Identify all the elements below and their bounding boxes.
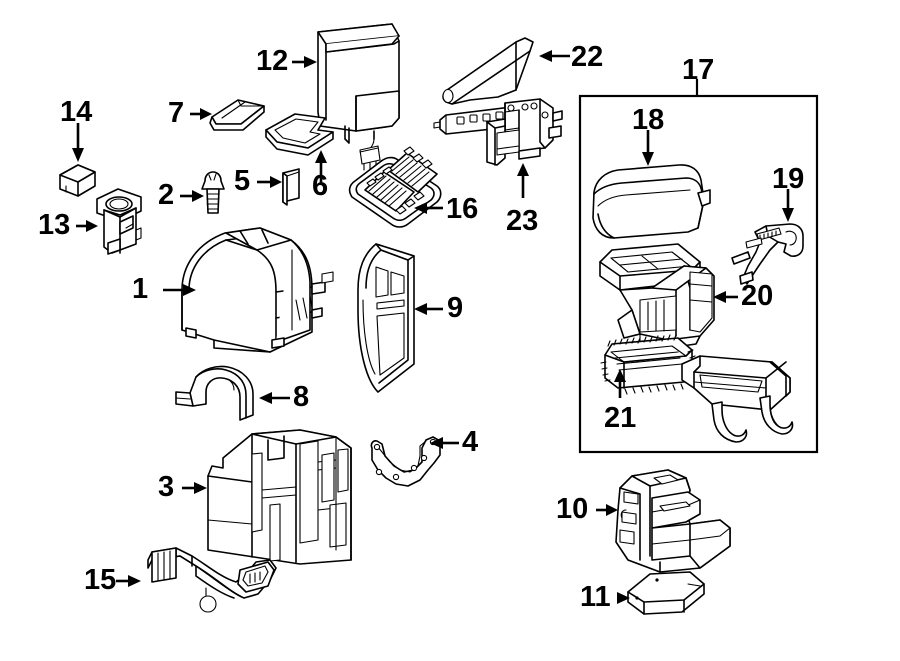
callout-label-22: 22: [571, 41, 604, 73]
part-22-console-side-rail: [442, 37, 534, 105]
part-14-outlet-cap: [59, 164, 96, 197]
part-6-l-shaped-mat: [265, 113, 334, 156]
callout-label-3: 3: [158, 471, 175, 503]
callout-label-21: 21: [604, 402, 637, 434]
part-8-cup-holder-insert: [175, 365, 254, 421]
callout-label-20: 20: [741, 280, 774, 312]
callout-label-6: 6: [312, 170, 329, 202]
part-13-power-outlet-socket: [96, 188, 142, 255]
part-10-rear-console-housing: [615, 469, 731, 573]
callout-label-15: 15: [84, 564, 117, 596]
part-9-rear-trim-panel: [357, 243, 415, 393]
callout-label-7: 7: [168, 97, 185, 129]
part-23-duct-bracket-assembly: [433, 98, 563, 166]
callout-label-19: 19: [772, 163, 805, 195]
callout-label-23: 23: [506, 205, 539, 237]
callout-label-12: 12: [256, 45, 289, 77]
callout-label-10: 10: [556, 493, 589, 525]
part-4-mounting-bracket: [370, 436, 441, 487]
part-18-armrest-pad: [592, 164, 711, 239]
part-19-latch-handle: [731, 223, 804, 285]
part-12-storage-bin-module: [317, 23, 400, 171]
group-box-17: [578, 79, 819, 454]
part-5-small-pad: [282, 168, 300, 206]
callout-label-16: 16: [446, 193, 479, 225]
part-1-console-body-upper: [181, 227, 334, 353]
callout-label-13: 13: [38, 209, 71, 241]
callout-label-14: 14: [60, 96, 93, 128]
callout-label-2: 2: [158, 179, 175, 211]
callout-label-4: 4: [462, 426, 479, 458]
callout-label-8: 8: [293, 381, 310, 413]
callout-label-9: 9: [447, 292, 464, 324]
callout-label-17: 17: [682, 54, 715, 86]
part-7-liner-mat: [209, 99, 265, 131]
part-20-armrest-tray-housing: [599, 243, 715, 349]
callout-label-5: 5: [234, 165, 251, 197]
part-21-tray-liner-mat: [600, 334, 698, 395]
callout-label-11: 11: [580, 581, 611, 613]
callout-label-18: 18: [632, 104, 665, 136]
part-11-rear-console-lid: [627, 571, 705, 615]
part-3-console-body-lower: [207, 429, 352, 565]
callout-leaders: [72, 50, 794, 604]
part-2-screw-stud: [201, 171, 225, 214]
part-15-air-duct: [147, 547, 277, 613]
armrest-base-tray: [681, 355, 794, 443]
callout-label-1: 1: [132, 273, 149, 305]
